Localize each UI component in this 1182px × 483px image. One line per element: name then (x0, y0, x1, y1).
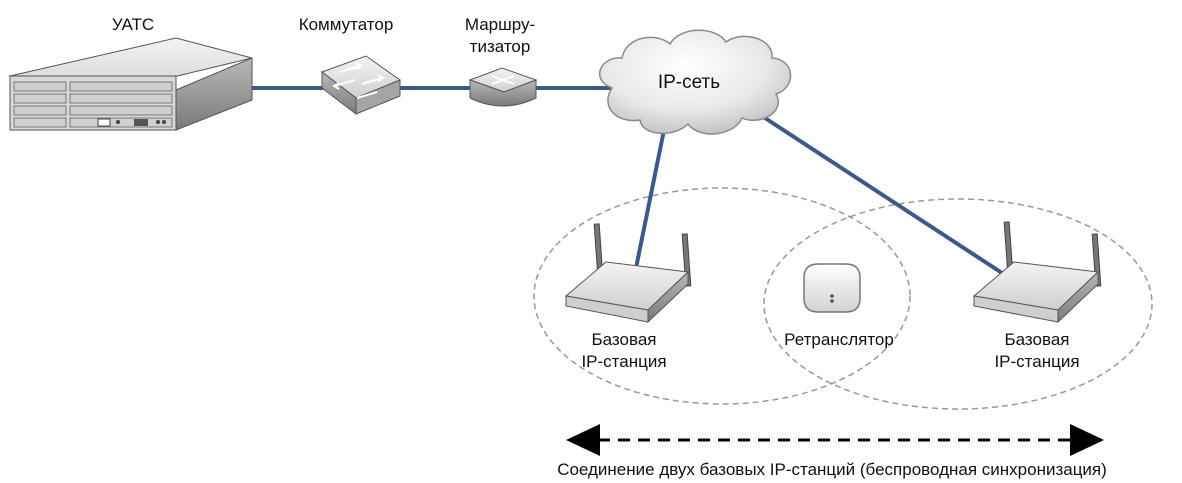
base-station-2-label-line2: IP-станция (994, 352, 1080, 371)
ip-network-label: IP-сеть (657, 72, 721, 93)
router-label-line2: тизатор (469, 37, 531, 56)
base-station-1-label-line2: IP-станция (581, 352, 667, 371)
arrowhead-right (1070, 424, 1104, 456)
link-cloud-base2 (763, 116, 1004, 275)
base-station-2-label-line1: Базовая (1004, 330, 1070, 349)
router-device (468, 67, 538, 107)
switch-label: Коммутатор (298, 15, 394, 34)
base-station-1-device (564, 223, 692, 324)
router-label-line1: Маршру- (464, 15, 536, 34)
sync-arrow (566, 424, 1104, 456)
link-cloud-base1 (634, 133, 665, 270)
network-links (248, 86, 1004, 275)
coverage-area-1 (533, 187, 911, 405)
switch-device (320, 55, 402, 116)
pbx-device (8, 37, 253, 131)
sync-caption: Соединение двух базовых IP-станций (бесп… (557, 460, 1107, 479)
repeater-device (803, 263, 861, 313)
repeater-label: Ретранслятор (784, 330, 894, 349)
ip-network-cloud (599, 29, 792, 135)
arrowhead-left (566, 424, 600, 456)
base-station-1-label-line1: Базовая (591, 330, 657, 349)
pbx-label: УАТС (111, 15, 155, 34)
coverage-area-2 (763, 198, 1153, 410)
base-station-2-device (972, 221, 1102, 324)
